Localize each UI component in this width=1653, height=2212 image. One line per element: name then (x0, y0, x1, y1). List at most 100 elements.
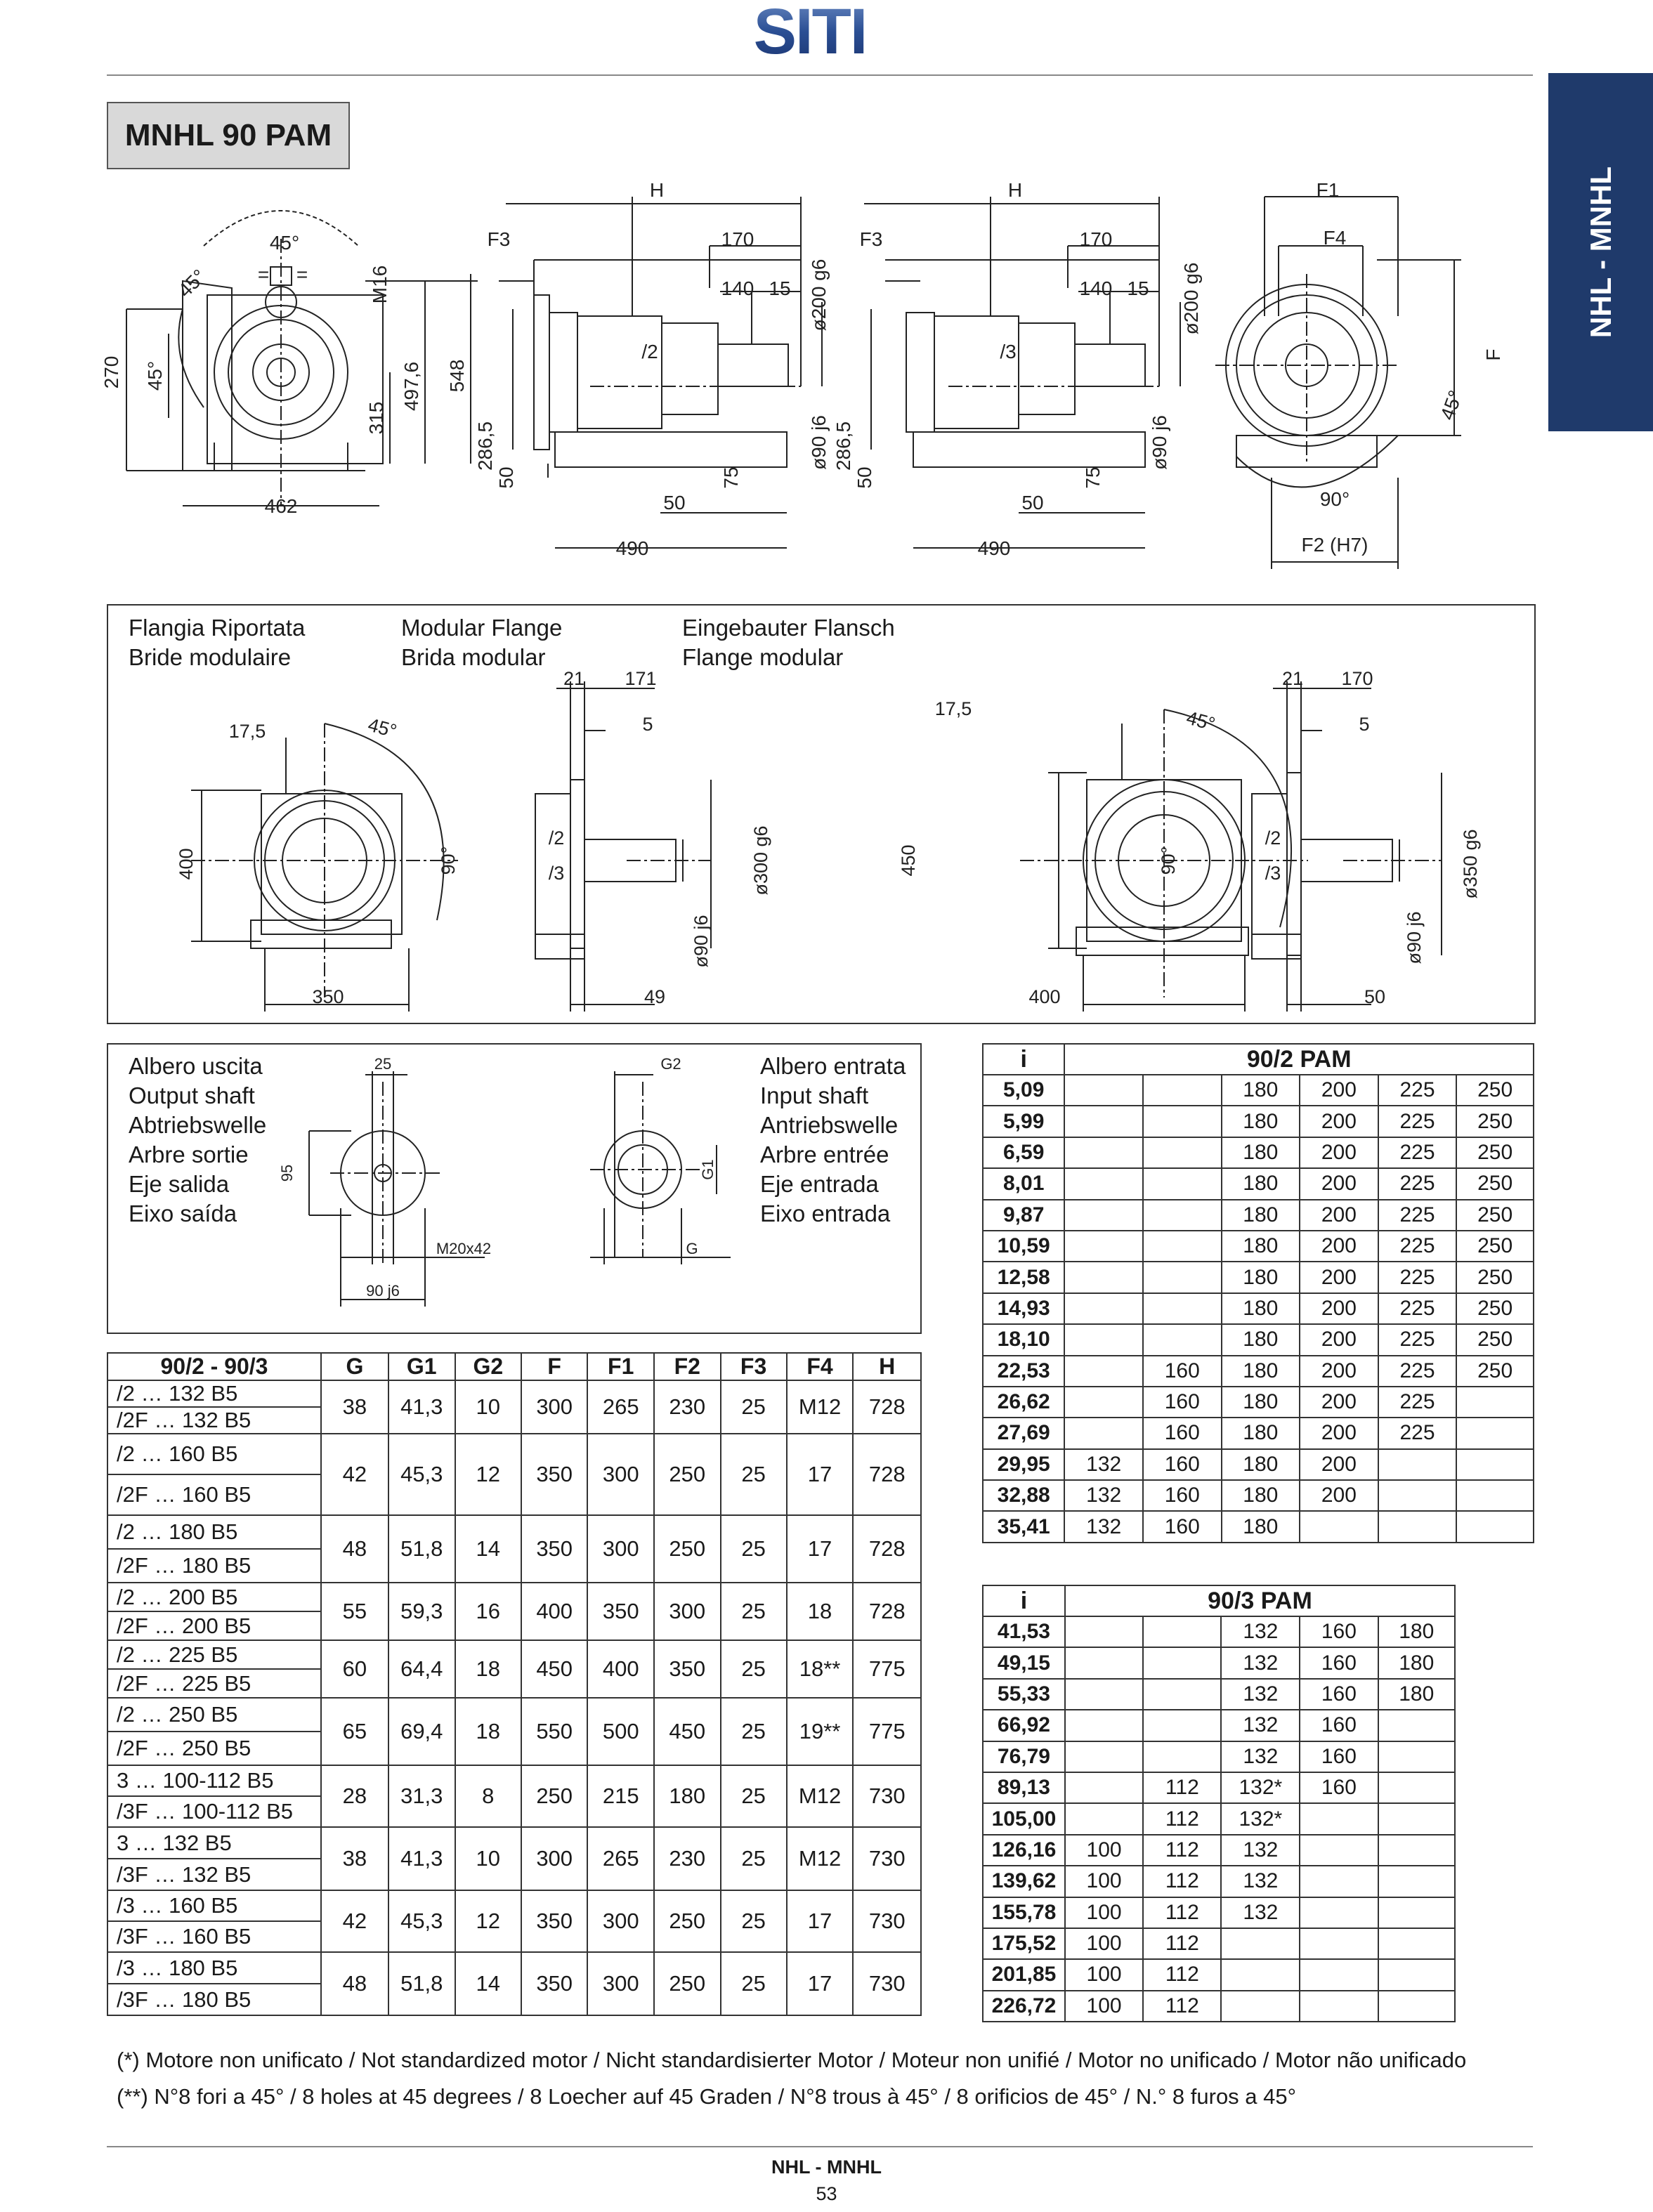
dims-value-cell: 25 (719, 1640, 788, 1699)
ratio-motor-cell: 200 (1299, 1479, 1379, 1512)
dims-value-cell: 300 (587, 1433, 655, 1516)
ratio-i-cell: 18,10 (981, 1323, 1066, 1356)
ratio-motor-cell: 160 (1142, 1385, 1222, 1419)
input-label-de: Antriebswelle (760, 1112, 899, 1138)
dim-200-2: ø200 g6 (808, 259, 830, 332)
ratio-i-cell: 6,59 (981, 1136, 1066, 1170)
dims-value-cell: 550 (520, 1697, 589, 1766)
fl-r-400: 400 (1028, 986, 1060, 1007)
input-label-en: Input shaft (760, 1082, 869, 1108)
ratio-motor-cell (1064, 1615, 1144, 1649)
ratio-i-cell: 29,95 (981, 1448, 1066, 1481)
fl-ls-5: 5 (642, 714, 653, 735)
dims-value-cell: 25 (719, 1951, 788, 2016)
dims-header-g2: G2 (454, 1352, 522, 1381)
output-shaft-labels: Albero uscita Output shaft Abtriebswelle… (129, 1052, 266, 1229)
ratio-i-cell: 139,62 (982, 1865, 1066, 1898)
dim-15-2: 15 (769, 277, 790, 299)
shaft-section (107, 1043, 922, 1334)
dims-header-h: H (852, 1352, 922, 1381)
dim-45b: 45° (174, 265, 210, 301)
ratio-motor-cell: 180 (1220, 1385, 1301, 1419)
dims-value-cell: 450 (520, 1640, 589, 1699)
input-label-pt: Eixo entrada (760, 1200, 891, 1226)
dims-type-cell: /2 … 250 B5 (107, 1697, 322, 1732)
ratio-motor-cell: 200 (1299, 1448, 1379, 1481)
output-label-es: Eje salida (129, 1171, 230, 1197)
ratio-motor-cell: 200 (1299, 1292, 1379, 1326)
ratio-motor-cell: 250 (1456, 1323, 1534, 1356)
dims-type-cell: /2 … 200 B5 (107, 1582, 322, 1612)
dims-value-cell: 42 (320, 1433, 389, 1516)
dims-value-cell: 25 (719, 1826, 788, 1891)
ratio-motor-cell (1299, 1802, 1379, 1835)
dim-548: 548 (446, 360, 468, 393)
ratio-motor-cell: 112 (1142, 1927, 1222, 1961)
ratio-motor-cell: 180 (1377, 1677, 1456, 1711)
dims-value-cell: 17 (785, 1951, 854, 2016)
side-view-3 (864, 197, 1181, 549)
eq-b: = (296, 263, 308, 285)
ratio-motor-cell (1142, 1709, 1222, 1742)
svg-text:SITI: SITI (754, 0, 867, 59)
dim-286-2: 286,5 (474, 421, 496, 471)
ratio-motor-cell (1377, 1479, 1458, 1512)
dims-value-cell: 350 (520, 1433, 589, 1516)
ratio-motor-cell (1064, 1802, 1144, 1835)
dim-m16: M16 (369, 266, 391, 303)
ratio-motor-cell: 250 (1456, 1073, 1534, 1107)
dims-value-cell: 25 (719, 1582, 788, 1641)
ratio-motor-cell (1377, 1448, 1458, 1481)
ratio-motor-cell: 200 (1299, 1105, 1379, 1138)
ratio-motor-cell: 180 (1220, 1354, 1301, 1387)
dims-row: /3F … 100-112 B5 (107, 1795, 921, 1828)
input-label-it: Albero entrata (760, 1053, 906, 1079)
ratio-motor-cell (1142, 1292, 1222, 1326)
ratio-motor-cell (1377, 1709, 1456, 1742)
dims-value-cell: 350 (587, 1582, 655, 1641)
dim-f2: F2 (H7) (1302, 534, 1368, 556)
dims-value-cell: 730 (852, 1765, 922, 1828)
ratio-i-cell: 27,69 (981, 1417, 1066, 1450)
dim-497: 497,6 (400, 362, 422, 411)
ratio-motor-cell: 132 (1064, 1479, 1144, 1512)
ratio-motor-cell (1299, 1510, 1379, 1543)
ratio-i-cell: 201,85 (982, 1958, 1066, 1991)
dims-type-cell: /2 … 225 B5 (107, 1640, 322, 1670)
dims-value-cell: 350 (653, 1640, 721, 1699)
ratio-motor-cell: 132 (1220, 1709, 1301, 1742)
eq-a: = (258, 263, 269, 285)
ratio-motor-cell: 225 (1377, 1167, 1458, 1200)
ratio-motor-cell: 180 (1220, 1292, 1301, 1326)
fl-r-90: 90° (1158, 846, 1179, 875)
dim-490-3: 490 (978, 537, 1011, 559)
dims-row: /2F … 250 B5 (107, 1731, 921, 1766)
dims-value-cell: 180 (653, 1765, 721, 1828)
dim-90-end: 90° (1320, 488, 1350, 510)
dims-value-cell: 728 (852, 1433, 922, 1516)
ratio-i-cell: 175,52 (982, 1927, 1066, 1961)
dims-value-cell: 55 (320, 1582, 389, 1641)
dims-header-g1: G1 (387, 1352, 456, 1381)
dims-type-cell: /2F … 132 B5 (107, 1406, 322, 1434)
ratio-motor-cell (1064, 1709, 1144, 1742)
dims-value-cell: 41,3 (387, 1380, 456, 1434)
ratio-motor-cell: 112 (1142, 1896, 1222, 1929)
dims-row: /2F … 160 B5 (107, 1474, 921, 1516)
ratio-motor-cell: 250 (1456, 1105, 1534, 1138)
dims-value-cell: 17 (785, 1433, 854, 1516)
fl-r-45: 45° (1184, 707, 1217, 735)
ratio-motor-cell: 112 (1142, 1771, 1222, 1805)
dims-value-cell: 42 (320, 1890, 389, 1953)
ratio-i-cell: 49,15 (982, 1647, 1066, 1680)
dims-value-cell: 300 (587, 1951, 655, 2016)
ratio-motor-cell (1064, 1136, 1144, 1170)
